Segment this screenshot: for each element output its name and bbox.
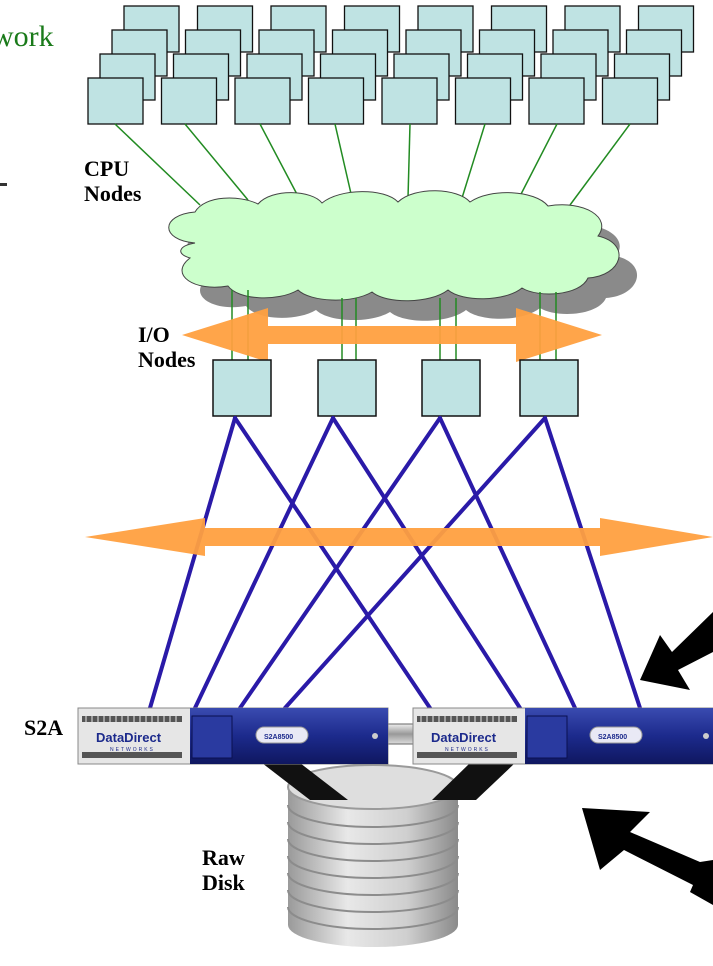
io-nodes-label: I/O Nodes — [138, 322, 195, 372]
io-node-box — [317, 359, 377, 417]
cpu-node-box — [381, 77, 438, 125]
disk-label-line1: Raw — [202, 845, 245, 870]
fc-fabric-arrow — [85, 518, 713, 556]
callout-arrow-upper — [640, 612, 713, 690]
cpu-node-box — [601, 77, 659, 125]
cpu-node-box — [160, 77, 218, 125]
io-label-line2: Nodes — [138, 347, 196, 372]
cpu-node-box — [307, 77, 365, 125]
callout-arrow-lower — [582, 808, 713, 905]
controller-model-right: S2A8500 — [598, 734, 627, 741]
raw-disk-label: Raw Disk — [202, 845, 245, 895]
slide-title-fragment: work — [0, 20, 54, 53]
s2a-label: S2A — [24, 715, 64, 740]
network-cloud — [168, 190, 638, 321]
io-node-boxes — [212, 359, 579, 417]
raw-disk-cylinder — [287, 764, 459, 947]
io-node-box — [421, 359, 481, 417]
fc-links — [148, 416, 642, 710]
cpu-node-box — [234, 77, 291, 125]
controller-sub-right: NETWORKS — [445, 747, 490, 753]
cpu-node-box — [454, 77, 512, 125]
cpu-nodes-label: CPU Nodes — [84, 156, 141, 206]
cpu-node-box — [87, 77, 144, 125]
controller-brand-right: DataDirect — [431, 730, 497, 745]
controller-s2a-left — [77, 707, 389, 765]
controller-link-rod — [384, 723, 418, 745]
io-node-box — [519, 359, 579, 417]
io-node-box — [212, 359, 272, 417]
cpu-node-grid — [87, 5, 695, 125]
cpu-label-line2: Nodes — [84, 181, 142, 206]
io-label-line1: I/O — [138, 322, 170, 347]
controller-s2a-right — [412, 707, 713, 765]
cpu-node-box — [528, 77, 585, 125]
controller-model-left: S2A8500 — [264, 734, 293, 741]
io-bus-arrow — [182, 308, 602, 362]
controller-brand-left: DataDirect — [96, 730, 162, 745]
disk-connectors — [262, 763, 515, 800]
cpu-label-line1: CPU — [84, 156, 130, 181]
controller-sub-left: NETWORKS — [110, 747, 155, 753]
cpu-links — [114, 123, 631, 206]
edge-mark — [0, 183, 7, 186]
disk-label-line2: Disk — [202, 870, 245, 895]
